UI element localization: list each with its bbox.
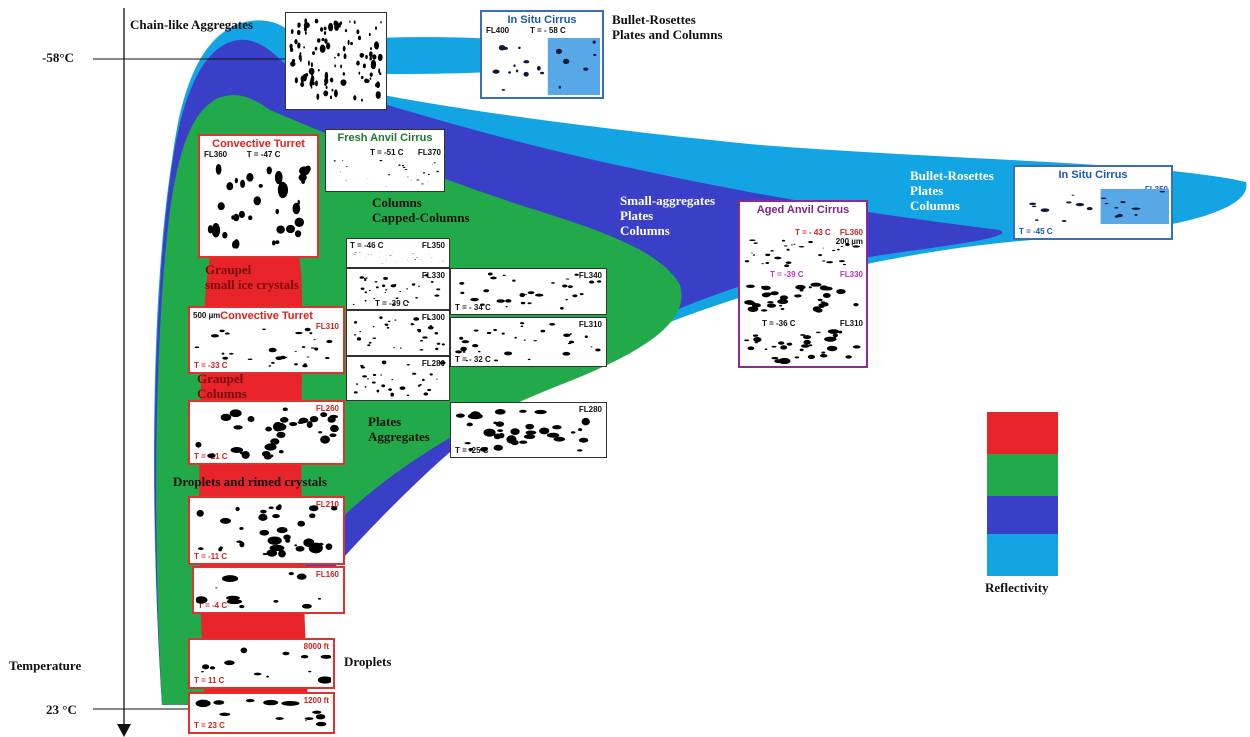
panel-1200ft: 1200 ft T = 23 C bbox=[188, 692, 335, 734]
panel-title: In Situ Cirrus bbox=[482, 14, 602, 26]
bullet-right-line2: Plates bbox=[910, 183, 994, 198]
columns-line1: Columns bbox=[372, 195, 470, 210]
bullet-right-line3: Columns bbox=[910, 198, 994, 213]
graupel-columns-label: Graupel Columns bbox=[197, 371, 247, 401]
panel-temp: T = - 58 C bbox=[530, 26, 566, 35]
panel-title: Fresh Anvil Cirrus bbox=[326, 132, 444, 144]
panel-fl350-green: T = -46 C FL350 bbox=[346, 238, 450, 268]
graupel-small-line2: small ice crystals bbox=[205, 277, 299, 292]
particle-field bbox=[349, 359, 447, 398]
plates-line1: Plates bbox=[368, 414, 430, 429]
panel-fl: FL370 bbox=[418, 148, 441, 157]
graupel-cols-line2: Columns bbox=[197, 386, 247, 401]
fresh-anvil-panel: Fresh Anvil Cirrus T = -51 C FL370 bbox=[325, 129, 445, 192]
bullet-top-line2: Plates and Columns bbox=[612, 27, 723, 42]
panel-temp: T = -47 C bbox=[247, 150, 281, 159]
particle-field-1 bbox=[742, 238, 864, 268]
panel-scale: 500 µm bbox=[193, 311, 220, 320]
small-agg-line3: Columns bbox=[620, 223, 715, 238]
convective-turret-1-panel: Convective Turret FL360 T = -47 C bbox=[198, 134, 319, 258]
panel-fl340: FL340 T = - 34 C bbox=[450, 268, 607, 315]
bottom-temperature-label: 23 °C bbox=[46, 702, 77, 717]
panel-temp: T = -46 C bbox=[350, 241, 384, 250]
particle-field bbox=[328, 158, 442, 189]
panel-fl280-green: FL280 bbox=[346, 356, 450, 401]
droplets-label: Droplets bbox=[344, 654, 391, 669]
particle-field bbox=[349, 271, 447, 307]
chain-aggregates-image bbox=[285, 12, 387, 110]
panel-fl: FL360 bbox=[204, 150, 227, 159]
particle-field bbox=[288, 15, 384, 107]
panel-8000ft: 8000 ft T = 11 C bbox=[188, 638, 335, 689]
panel-fl: FL350 bbox=[422, 241, 445, 250]
chain-aggregates-label: Chain-like Aggregates bbox=[130, 17, 253, 32]
particle-field bbox=[349, 251, 447, 265]
panel-temp: T = -45 C bbox=[1019, 227, 1053, 236]
panel-fl-2: FL330 bbox=[840, 270, 863, 279]
top-temperature-label: -58°C bbox=[42, 50, 74, 65]
bullet-rosettes-right-label: Bullet-Rosettes Plates Columns bbox=[910, 168, 994, 213]
panel-fl330-green: FL330 T = -39 C bbox=[346, 268, 450, 310]
particle-field bbox=[202, 162, 315, 254]
particle-field bbox=[192, 696, 331, 730]
particle-field bbox=[192, 642, 331, 685]
columns-line2: Capped-Columns bbox=[372, 210, 470, 225]
particle-field bbox=[453, 405, 604, 455]
small-agg-line2: Plates bbox=[620, 208, 715, 223]
particle-field-2 bbox=[742, 280, 864, 316]
panel-fl280-blue: FL280 T = -25 C bbox=[450, 402, 607, 458]
graupel-small-ice-label: Graupel small ice crystals bbox=[205, 262, 299, 292]
panel-fl-3: FL310 bbox=[840, 319, 863, 328]
particle-field bbox=[349, 313, 447, 353]
legend-blue bbox=[987, 496, 1058, 534]
small-agg-line1: Small-aggregates bbox=[620, 193, 715, 208]
panel-temp-3: T = -36 C bbox=[762, 319, 796, 328]
legend-green bbox=[987, 454, 1058, 496]
big-aggregates-label: Big aggregates bbox=[670, 381, 751, 396]
columns-capped-label: Columns Capped-Columns bbox=[372, 195, 470, 225]
particle-field bbox=[192, 326, 341, 370]
legend-cyan bbox=[987, 534, 1058, 576]
panel-fl-1: FL360 bbox=[840, 228, 863, 237]
panel-fl: FL400 bbox=[486, 26, 509, 35]
panel-title: In Situ Cirrus bbox=[1015, 169, 1171, 181]
panel-temp-1: T = - 43 C bbox=[795, 228, 831, 237]
particle-field bbox=[192, 500, 341, 561]
particle-field bbox=[453, 320, 604, 364]
reflectivity-legend bbox=[987, 412, 1058, 576]
legend-label: Reflectivity bbox=[985, 580, 1049, 595]
panel-fl210: FL210 T = -11 C bbox=[188, 496, 345, 565]
panel-fl300: FL300 bbox=[346, 310, 450, 356]
small-aggregates-label: Small-aggregates Plates Columns bbox=[620, 193, 715, 238]
particle-field bbox=[196, 570, 341, 610]
convective-turret-2-panel: Convective Turret 500 µm FL310 T = -33 C bbox=[188, 306, 345, 374]
temperature-axis-label: Temperature bbox=[9, 658, 81, 673]
aged-anvil-panel: Aged Anvil Cirrus T = - 43 C FL360 200 µ… bbox=[738, 200, 868, 368]
bullet-rosettes-top-label: Bullet-Rosettes Plates and Columns bbox=[612, 12, 723, 42]
panel-temp-2: T = -39 C bbox=[770, 270, 804, 279]
panel-fl260: FL260 T = -21 C bbox=[188, 400, 345, 465]
graupel-small-line1: Graupel bbox=[205, 262, 299, 277]
plates-aggregates-label: Plates Aggregates bbox=[368, 414, 430, 444]
insitu-cirrus-top-panel: In Situ Cirrus FL400 T = - 58 C bbox=[480, 10, 604, 99]
plates-line2: Aggregates bbox=[368, 429, 430, 444]
particle-field bbox=[1017, 189, 1169, 224]
insitu-cirrus-right-panel: In Situ Cirrus FL350 T = -45 C bbox=[1013, 165, 1173, 240]
legend-red bbox=[987, 412, 1058, 454]
temperature-axis-arrow bbox=[117, 724, 131, 737]
particle-field-3 bbox=[742, 328, 864, 364]
bullet-top-line1: Bullet-Rosettes bbox=[612, 12, 723, 27]
panel-fl160: FL160 T = -4 C bbox=[192, 566, 345, 614]
panel-temp: T = -51 C bbox=[370, 148, 404, 157]
panel-title: Aged Anvil Cirrus bbox=[740, 204, 866, 216]
panel-fl310-green: FL310 T = - 32 C bbox=[450, 317, 607, 367]
bullet-right-line1: Bullet-Rosettes bbox=[910, 168, 994, 183]
particle-field bbox=[484, 38, 600, 95]
particle-field bbox=[453, 271, 604, 312]
particle-field bbox=[192, 404, 341, 461]
panel-title: Convective Turret bbox=[200, 138, 317, 150]
droplets-rimed-label: Droplets and rimed crystals bbox=[173, 474, 327, 489]
